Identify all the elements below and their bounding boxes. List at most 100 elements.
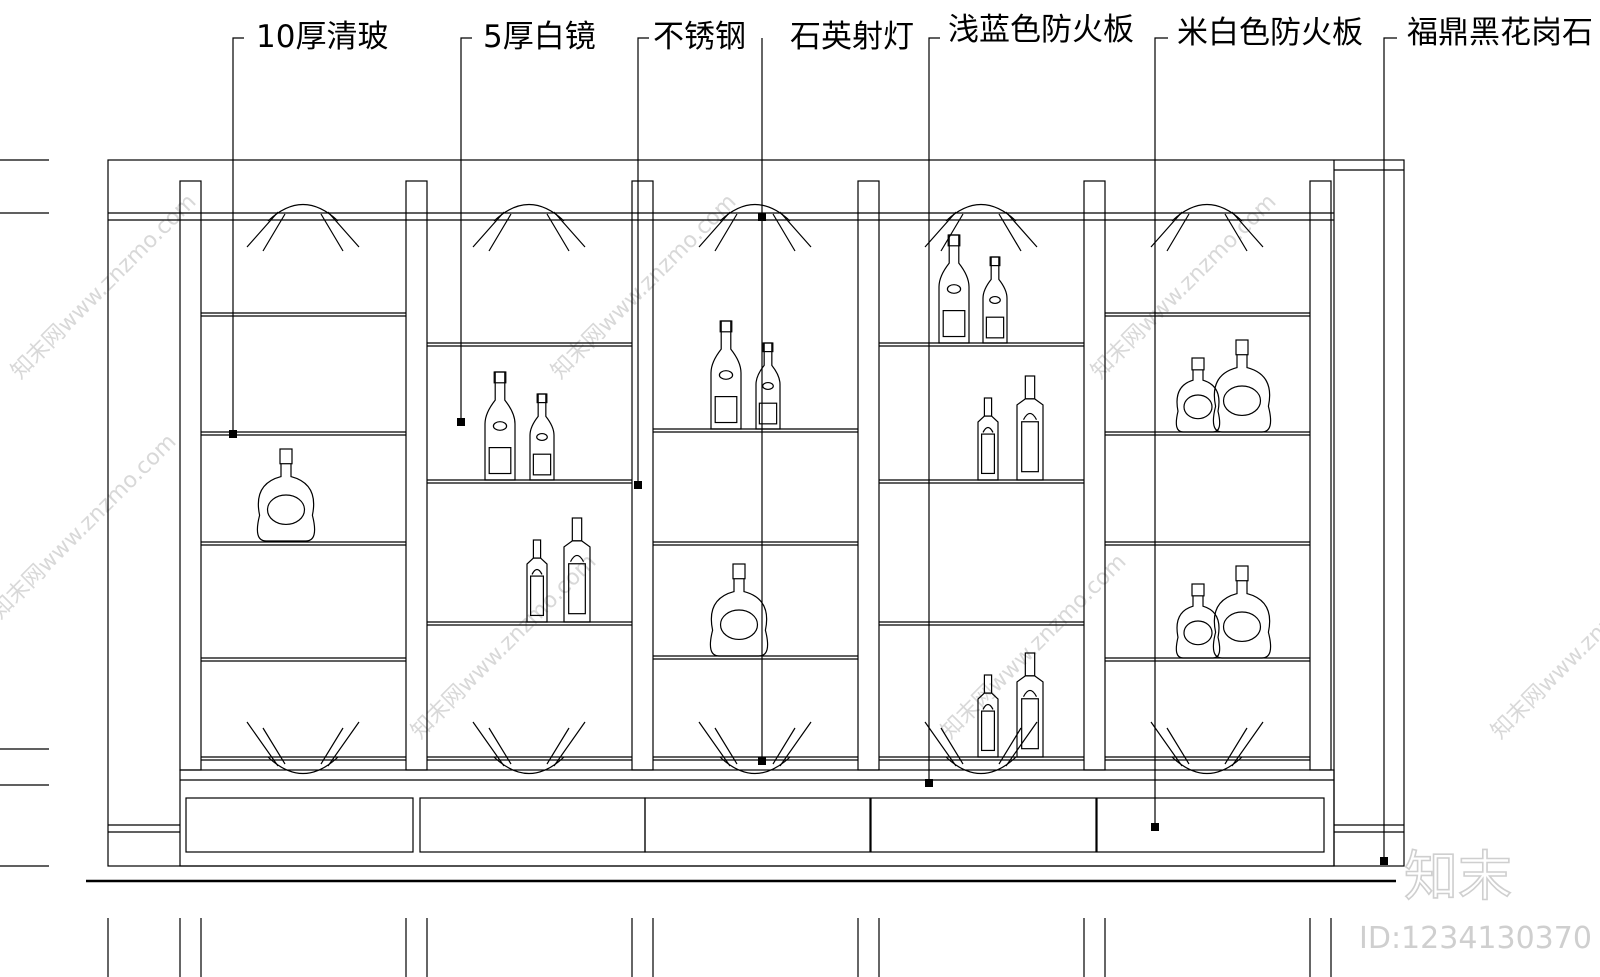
wine-bottle: [484, 371, 516, 481]
watermark-site-text: 知末网www.znzmo.com: [7, 189, 202, 384]
bottle-label: [980, 433, 995, 475]
bottle-cap: [493, 371, 507, 384]
bottle-body: [755, 342, 781, 430]
bottle-body: [1175, 595, 1221, 659]
bottle-body: [982, 256, 1008, 344]
bottle-stopper: [1235, 565, 1249, 582]
bottle-label: [1183, 620, 1213, 646]
callout-label-white-mirror: 5厚白镜: [483, 19, 596, 55]
spotlight-bottom: [246, 721, 360, 775]
bottle-body: [938, 234, 970, 344]
spotlight-top: [698, 203, 812, 252]
bottle-body: [1175, 369, 1221, 433]
callout-leaders: [229, 37, 1397, 865]
cognac-bottle: [1212, 565, 1272, 659]
bottle-label: [714, 396, 738, 424]
bottle-label: [532, 453, 552, 476]
bottle-arch: [982, 426, 994, 433]
watermark-site-text: 知末网www.znzmo.com: [937, 549, 1132, 744]
cognac-bottle: [709, 563, 769, 657]
spotlight-beam: [1150, 721, 1264, 767]
spotlight-arc: [945, 756, 1017, 775]
bottle-cap: [989, 256, 1001, 267]
bottle-stopper: [1191, 583, 1205, 597]
brand-watermark-text: 知末: [1404, 845, 1512, 908]
cognac-bottle: [1175, 357, 1221, 433]
spirit-bottle: [1016, 375, 1044, 481]
bottle-body: [1212, 580, 1272, 659]
bottle-neck: [532, 539, 542, 559]
spotlight-beam: [698, 211, 812, 252]
bottle-label: [529, 575, 544, 617]
spotlight-fixtures: [246, 203, 1264, 775]
bottle-body: [563, 540, 591, 623]
bottle-arch: [1022, 412, 1038, 420]
bottle-body: [710, 320, 742, 430]
bottle-body: [977, 415, 999, 481]
bottle-stopper: [279, 448, 293, 465]
spotlight-beam: [246, 721, 360, 767]
bottle-emblem: [989, 295, 1001, 305]
spotlight-beam: [924, 721, 1038, 767]
bottle-emblem: [718, 370, 734, 380]
spotlight-top: [1150, 203, 1264, 252]
bottle-cap: [719, 320, 733, 333]
bottle-neck: [571, 517, 583, 542]
bottle-body: [526, 557, 548, 623]
bottle-arch: [569, 554, 585, 562]
wine-bottle: [755, 342, 781, 430]
spotlight-bottom: [472, 721, 586, 775]
callout-label-clear-glass: 10厚清玻: [256, 19, 388, 55]
spirit-bottle: [526, 539, 548, 623]
bottle-cap: [762, 342, 774, 353]
wine-bottle: [529, 393, 555, 481]
bottle-label: [1021, 421, 1039, 473]
spotlight-top: [924, 203, 1038, 252]
bottle-label: [568, 563, 586, 615]
watermark-site-text: 知末网www.znzmo.com: [1487, 549, 1600, 744]
callout-label-off-white-board: 米白色防火板: [1177, 15, 1363, 51]
callout-label-light-blue-board: 浅蓝色防火板: [948, 12, 1134, 48]
bottle-label: [719, 609, 759, 641]
spirit-bottle: [977, 397, 999, 481]
bottle-stopper: [1191, 357, 1205, 371]
watermark-site-text: 知末网www.znzmo.com: [1087, 189, 1282, 384]
spirit-bottle: [977, 674, 999, 758]
bottle-arch: [982, 703, 994, 710]
bottle-cap: [947, 234, 961, 247]
spirit-bottle: [1016, 652, 1044, 758]
bottle-neck: [983, 397, 993, 417]
cognac-bottle: [1175, 583, 1221, 659]
bottle-label: [942, 310, 966, 338]
bottle-label: [266, 494, 306, 526]
bottle-label: [488, 447, 512, 475]
watermark-site-text: 知末网www.znzmo.com: [407, 549, 602, 744]
cabinet-posts: [179, 180, 1332, 771]
bottle-label: [1222, 611, 1262, 643]
bottle-body: [977, 692, 999, 758]
spirit-bottle: [563, 517, 591, 623]
wine-bottle: [982, 256, 1008, 344]
bottle-label: [758, 402, 778, 425]
spotlight-top: [246, 203, 360, 252]
bottle-body: [484, 371, 516, 481]
bottle-body: [709, 578, 769, 657]
wine-bottle: [710, 320, 742, 430]
spotlight-arc: [493, 756, 565, 775]
watermark-site-text: 知末网www.znzmo.com: [0, 429, 181, 624]
bottle-body: [1016, 675, 1044, 758]
spotlight-bottom: [1150, 721, 1264, 775]
spotlight-bottom: [924, 721, 1038, 775]
cognac-bottle: [1212, 339, 1272, 433]
bottle-stopper: [732, 563, 746, 580]
callout-label-quartz-spotlight: 石英射灯: [790, 19, 914, 55]
spotlight-beam: [472, 211, 586, 252]
spotlight-beam: [246, 211, 360, 252]
spotlight-top: [472, 203, 586, 252]
bottle-body: [529, 393, 555, 481]
spotlight-arc: [1171, 756, 1243, 775]
watermark-id-text: ID:1234130370: [1359, 921, 1592, 956]
bottle-label: [1021, 698, 1039, 750]
bottle-label: [1183, 394, 1213, 420]
